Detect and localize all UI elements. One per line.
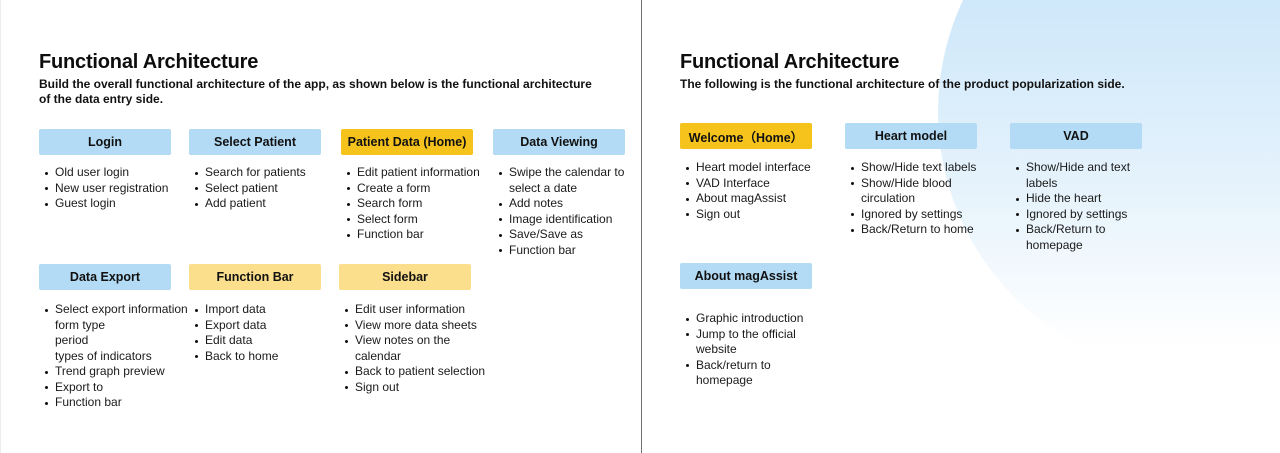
function-item: Add notes [493, 196, 641, 212]
function-item: Heart model interface [680, 160, 830, 176]
function-item: Show/Hide text labels [845, 160, 995, 176]
function-item: Select patient [189, 181, 339, 197]
page-title: Functional Architecture [39, 51, 259, 73]
function-item: Back/Return to home [845, 222, 995, 238]
function-item: View more data sheets [339, 318, 489, 334]
function-item: Select form [341, 212, 491, 228]
function-item: Sign out [680, 207, 830, 223]
function-group-header: Login [39, 129, 171, 155]
function-group-header: About magAssist [680, 263, 812, 289]
page-title: Functional Architecture [680, 51, 900, 73]
function-item: Swipe the calendar to select a date [493, 165, 641, 196]
function-group-header: Data Viewing [493, 129, 625, 155]
function-item: Old user login [39, 165, 189, 181]
function-item: Back/Return to homepage [1010, 222, 1160, 253]
function-group-header: Select Patient [189, 129, 321, 155]
function-item: View notes on the calendar [339, 333, 489, 364]
function-item: Guest login [39, 196, 189, 212]
function-item: Ignored by settings [845, 207, 995, 223]
function-item: Add patient [189, 196, 339, 212]
function-item: Save/Save as [493, 227, 641, 243]
function-item: About magAssist [680, 191, 830, 207]
function-group-header: VAD [1010, 123, 1142, 149]
function-item: Back to home [189, 349, 339, 365]
function-item: VAD Interface [680, 176, 830, 192]
panel-divider [641, 0, 642, 453]
function-group-header: Patient Data (Home) [341, 129, 473, 155]
function-item: Export to [39, 380, 189, 396]
function-item: Edit data [189, 333, 339, 349]
function-item: Hide the heart [1010, 191, 1160, 207]
function-item: Search for patients [189, 165, 339, 181]
function-item: Ignored by settings [1010, 207, 1160, 223]
function-item: Import data [189, 302, 339, 318]
function-item: Function bar [341, 227, 491, 243]
function-group-header: Heart model [845, 123, 977, 149]
function-group-header: Welcome（Home） [680, 123, 812, 149]
function-item: Graphic introduction [680, 311, 830, 327]
panel-subtitle: Build the overall functional architectur… [39, 77, 592, 107]
function-list: Select export information form type peri… [39, 302, 189, 411]
function-item: Show/Hide and text labels [1010, 160, 1160, 191]
function-item: Jump to the official website [680, 327, 830, 358]
function-item: Sign out [339, 380, 489, 396]
function-group-header: Function Bar [189, 264, 321, 290]
panel-subtitle: The following is the functional architec… [680, 77, 1125, 91]
function-item: Create a form [341, 181, 491, 197]
function-item: Trend graph preview [39, 364, 189, 380]
panel-data-entry: Functional Architecture Build the overal… [1, 0, 641, 453]
function-item: Back to patient selection [339, 364, 489, 380]
function-item: Image identification [493, 212, 641, 228]
function-item: Search form [341, 196, 491, 212]
function-item: Export data [189, 318, 339, 334]
function-item: Back/return to homepage [680, 358, 830, 389]
function-item: New user registration [39, 181, 189, 197]
function-item: Function bar [493, 243, 641, 259]
function-item: Show/Hide blood circulation [845, 176, 995, 207]
function-item: Edit patient information [341, 165, 491, 181]
function-item: Select export information form type peri… [39, 302, 189, 364]
function-item: Edit user information [339, 302, 489, 318]
function-group: Patient Data (Home) Edit patient informat… [341, 129, 491, 243]
function-group-header: Sidebar [339, 264, 471, 290]
function-item: Function bar [39, 395, 189, 411]
function-group-header: Data Export [39, 264, 171, 290]
panel-popularization: Functional Architecture The following is… [642, 0, 1280, 453]
